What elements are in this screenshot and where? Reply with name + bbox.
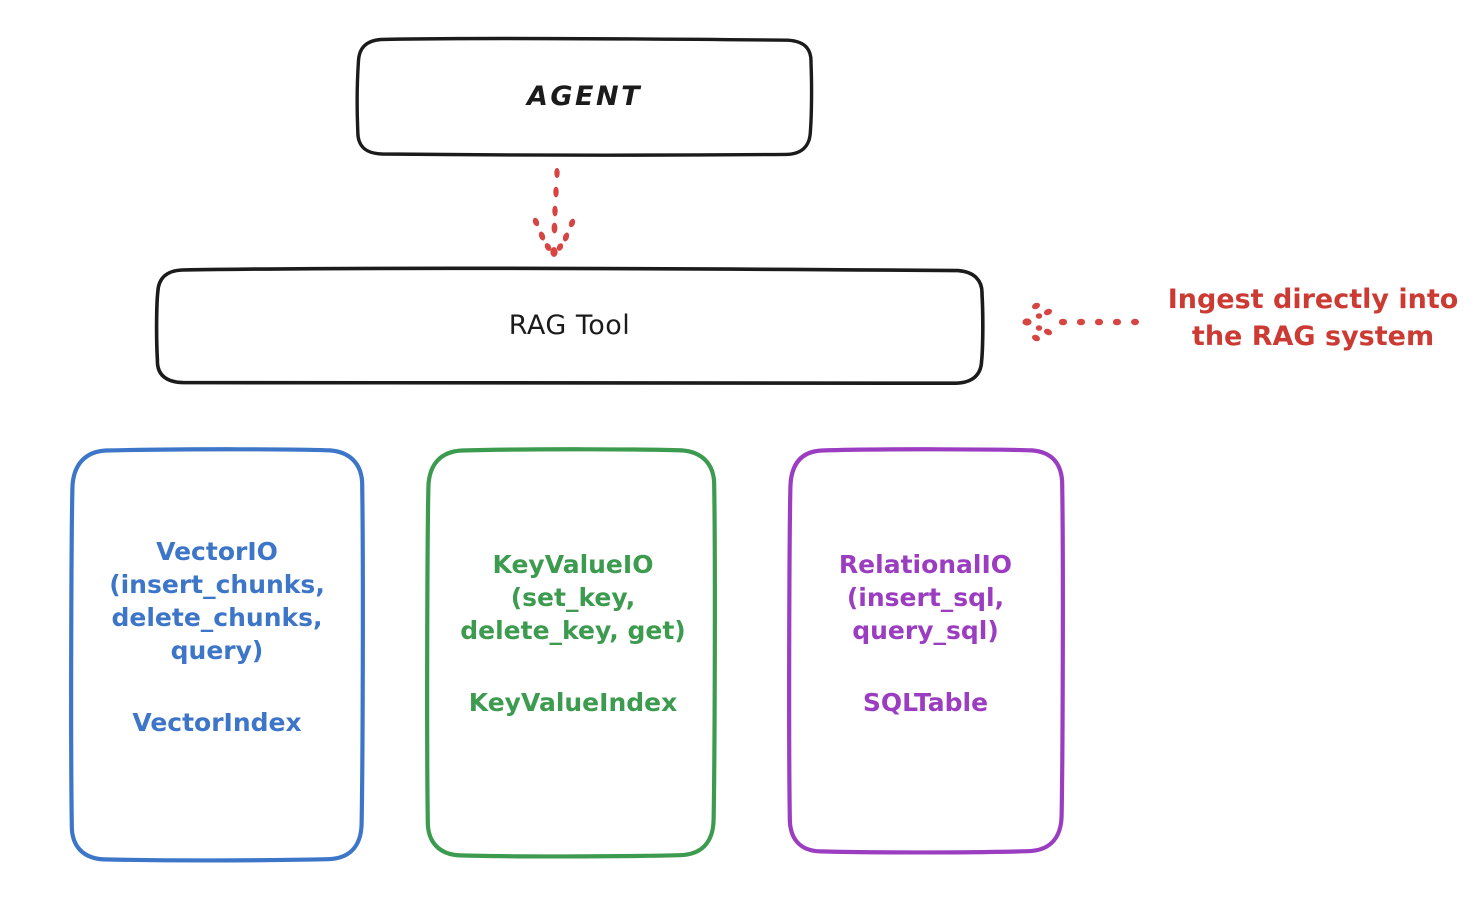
vector-io-node[interactable] <box>69 447 365 863</box>
vector-io-box-outline <box>69 447 365 863</box>
agent-box-outline <box>355 36 814 157</box>
relational-io-node[interactable] <box>787 447 1065 855</box>
agent-to-rag-arrow <box>532 167 576 257</box>
rag-tool-box-outline <box>154 266 985 387</box>
rag-tool-node[interactable] <box>154 266 985 387</box>
relational-io-box-outline <box>787 447 1065 855</box>
agent-node[interactable] <box>355 36 814 157</box>
key-value-io-node[interactable] <box>425 447 717 859</box>
key-value-io-box-outline <box>425 447 717 859</box>
ingest-arrow <box>1022 302 1139 342</box>
